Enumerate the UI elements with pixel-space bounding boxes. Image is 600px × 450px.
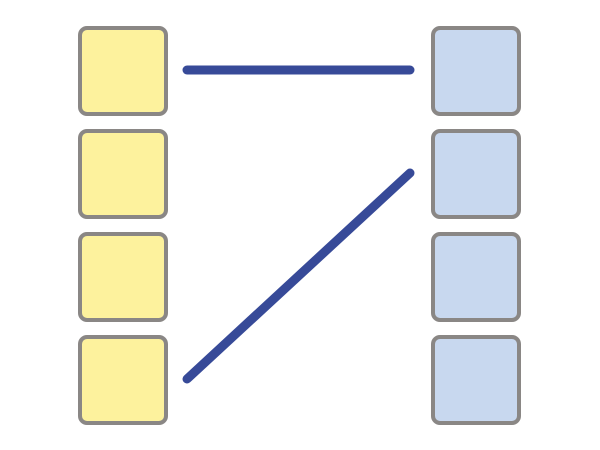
right-box-1 — [431, 26, 521, 116]
left-box-4 — [78, 335, 168, 425]
left-box-2 — [78, 129, 168, 219]
left-column — [78, 26, 168, 425]
right-box-2 — [431, 129, 521, 219]
left-box-3 — [78, 232, 168, 322]
right-column — [431, 26, 521, 425]
connector-left-4-to-right-2 — [182, 168, 415, 384]
right-box-3 — [431, 232, 521, 322]
left-box-1 — [78, 26, 168, 116]
connector-lines — [182, 65, 415, 384]
right-box-4 — [431, 335, 521, 425]
